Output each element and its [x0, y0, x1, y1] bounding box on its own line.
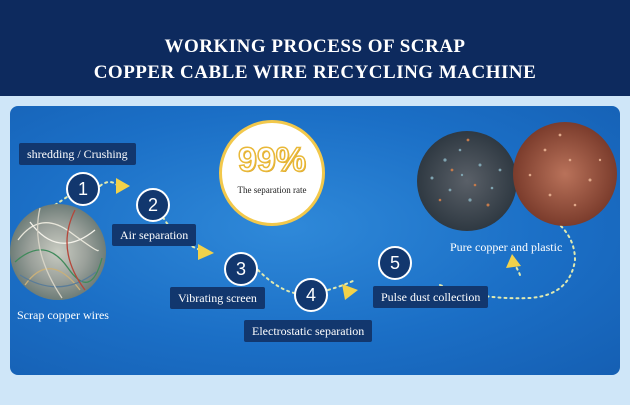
- step-5-label: Pulse dust collection: [373, 286, 488, 308]
- step-4-label: Electrostatic separation: [244, 320, 372, 342]
- step-2-label: Air separation: [112, 224, 196, 246]
- mixed-granules-image: [417, 131, 517, 231]
- input-caption: Scrap copper wires: [17, 308, 109, 323]
- copper-granules-image: [513, 122, 617, 226]
- step-5-number: 5: [378, 246, 412, 280]
- step-1-label: shredding / Crushing: [19, 143, 136, 165]
- step-4-number: 4: [294, 278, 328, 312]
- step-2-number: 2: [136, 188, 170, 222]
- separation-rate-badge: 99% The separation rate: [219, 120, 325, 226]
- separation-rate-value: 99%: [222, 141, 322, 180]
- separation-rate-caption: The separation rate: [222, 185, 322, 195]
- output-caption: Pure copper and plastic: [450, 240, 562, 255]
- step-1-number: 1: [66, 172, 100, 206]
- scrap-wire-image: [10, 204, 106, 300]
- step-3-label: Vibrating screen: [170, 287, 265, 309]
- step-3-number: 3: [224, 252, 258, 286]
